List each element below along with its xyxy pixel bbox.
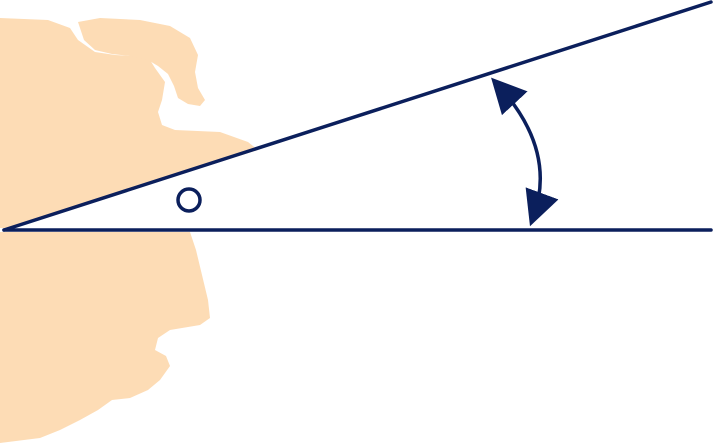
face-profile-lower <box>0 232 210 443</box>
eye-marker <box>176 187 202 213</box>
sight-line <box>2 0 713 232</box>
face-profile-upper <box>0 18 258 228</box>
face-profile-brow <box>78 18 205 106</box>
double-headed-curved-arrow <box>491 77 559 227</box>
